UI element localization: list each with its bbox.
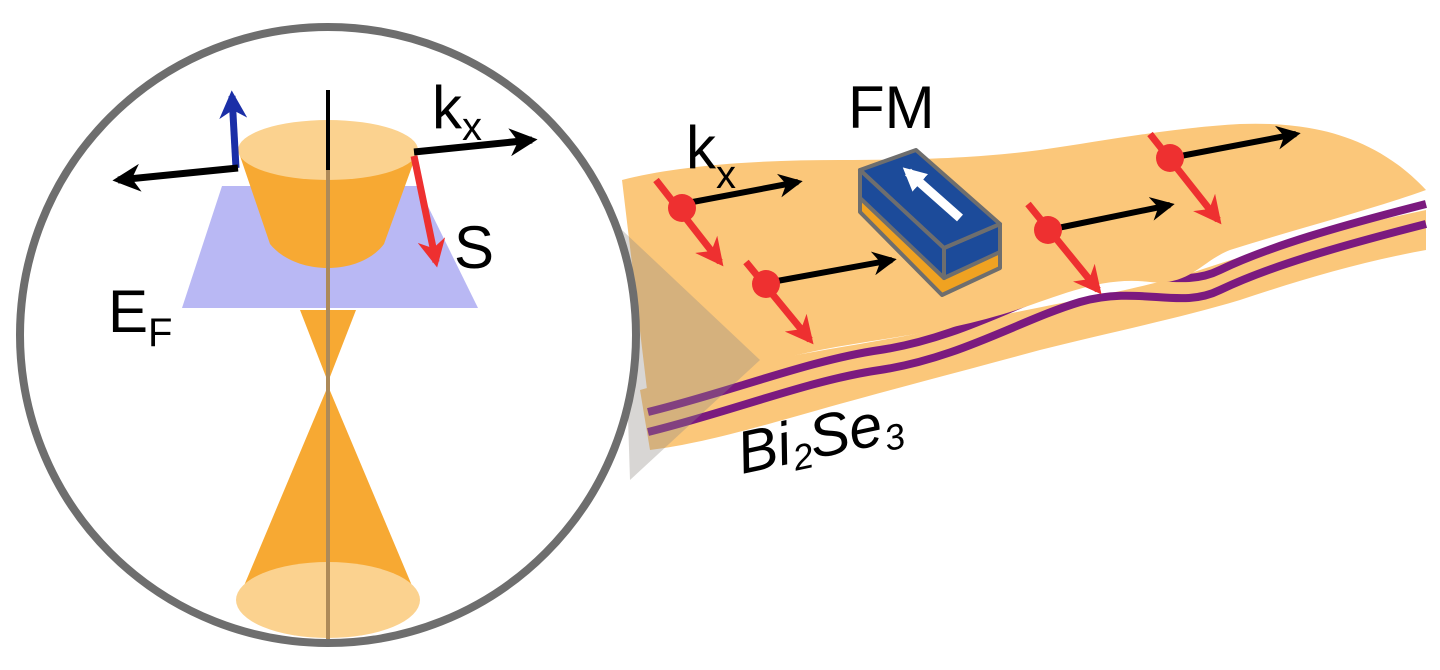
film-top-surface: [622, 123, 1426, 398]
spin-s-arrow: [410, 155, 446, 268]
kx-left-arrow: [112, 163, 239, 192]
magnetization-arrow: [902, 167, 963, 222]
kx-right-arrow: [413, 128, 538, 157]
material-label: Bi2Se3: [731, 386, 909, 489]
purple-layer-bottom: [647, 220, 1427, 436]
film-base: [640, 210, 1426, 450]
fm-label: FM: [848, 74, 935, 141]
dirac-cone-inset: kx S EF: [16, 23, 640, 647]
bi2se3-film: [622, 123, 1427, 480]
film-electrons: [653, 125, 1301, 345]
kx-inset-label: kx: [432, 74, 482, 149]
electron-2: [743, 251, 897, 345]
spin-up-arrow: [219, 90, 248, 169]
electron-1: [653, 173, 803, 267]
electron-3: [1025, 197, 1175, 295]
fermi-level-label: EF: [108, 278, 172, 355]
ferromagnet-block: [858, 148, 1002, 297]
electron-4: [1147, 125, 1301, 225]
kx-film-label: kx: [686, 114, 736, 197]
zoom-shadow: [622, 230, 760, 480]
spin-label: S: [454, 214, 494, 281]
